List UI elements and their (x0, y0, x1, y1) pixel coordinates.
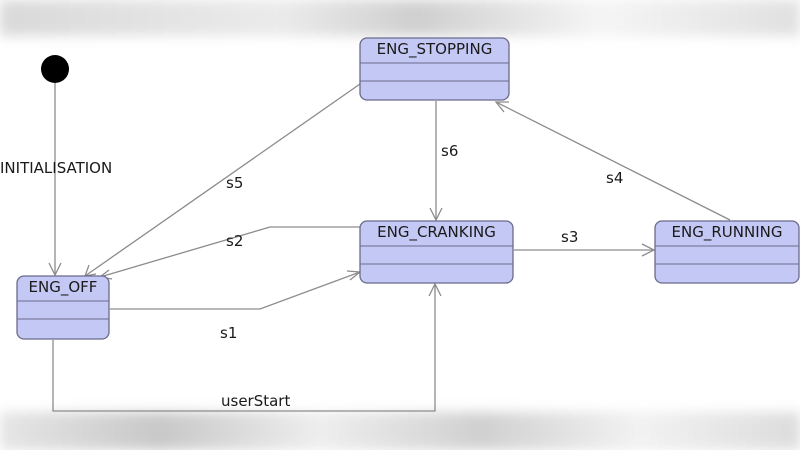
state-eng-cranking-title-box: ENG_CRANKING (360, 223, 513, 245)
state-eng-running-title-box: ENG_RUNNING (655, 223, 799, 245)
edge-s4[interactable] (495, 101, 731, 221)
label-s1: s1 (220, 324, 238, 342)
blurred-top-edge (0, 0, 800, 36)
state-eng-running[interactable] (654, 220, 800, 284)
label-user-start: userStart (221, 392, 291, 410)
state-eng-off-title-box: ENG_OFF (17, 278, 109, 300)
edge-s1[interactable] (110, 271, 361, 310)
label-s5: s5 (226, 174, 244, 192)
blurred-bottom-edge (0, 412, 800, 450)
label-initialisation: INITIALISATION (0, 159, 113, 177)
state-eng-stopping[interactable] (359, 37, 510, 101)
state-title-eng-off: ENG_OFF (28, 278, 98, 296)
initial-state-dot (41, 55, 69, 83)
label-s3: s3 (561, 228, 579, 246)
label-s4: s4 (606, 169, 624, 187)
arrowhead-s3 (641, 243, 656, 257)
state-title-eng-running: ENG_RUNNING (671, 223, 783, 241)
label-s6: s6 (441, 142, 459, 160)
arrowhead-user-start (428, 282, 442, 297)
state-eng-cranking[interactable] (359, 220, 514, 284)
edge-s5[interactable] (84, 83, 361, 277)
state-eng-stopping-title-box: ENG_STOPPING (360, 40, 509, 62)
arrowhead-s4 (494, 101, 509, 113)
edge-s2[interactable] (99, 226, 360, 278)
state-title-eng-stopping: ENG_STOPPING (376, 40, 493, 58)
arrowhead-initialisation (48, 262, 62, 277)
edge-user-start[interactable] (52, 284, 436, 412)
label-s2: s2 (226, 232, 244, 250)
state-title-eng-cranking: ENG_CRANKING (377, 223, 496, 241)
state-eng-off[interactable] (16, 275, 110, 340)
arrowhead-s6 (429, 207, 443, 222)
